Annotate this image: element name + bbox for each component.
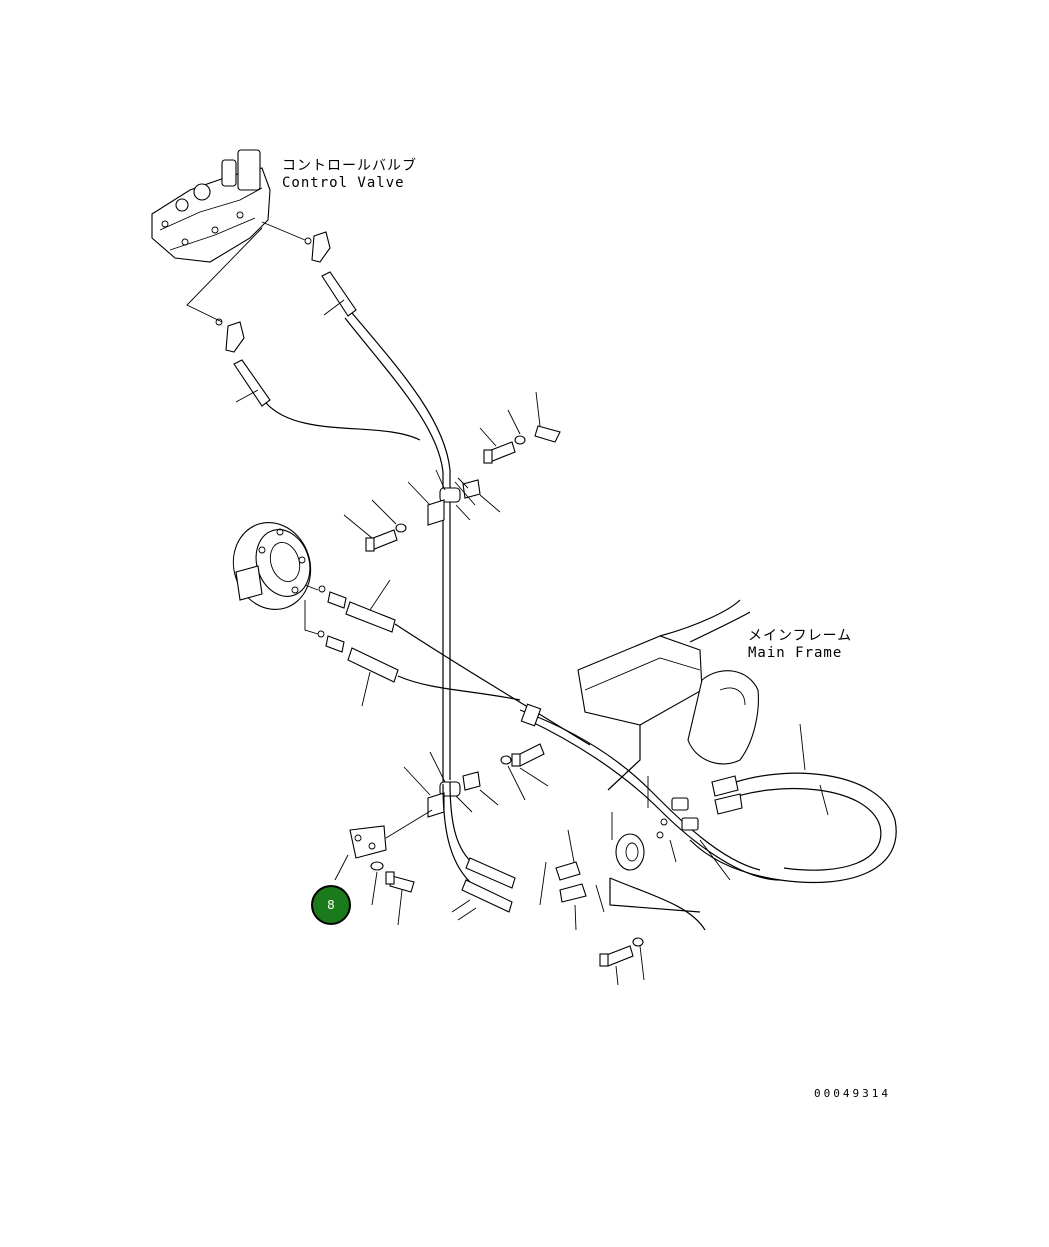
center-bolt-set bbox=[500, 743, 549, 801]
hose-assembly-2 bbox=[233, 359, 421, 441]
main-frame-label-en: Main Frame bbox=[748, 645, 842, 661]
callout-circle[interactable] bbox=[311, 885, 351, 925]
main-frame bbox=[519, 599, 781, 881]
motor-hoses bbox=[304, 579, 591, 746]
callout-8[interactable]: 8 bbox=[311, 885, 351, 925]
control-valve-label-en: Control Valve bbox=[282, 175, 405, 191]
main-frame-label-jp: メインフレーム bbox=[748, 628, 852, 644]
callout-number: 8 bbox=[327, 898, 335, 912]
frame-fittings bbox=[611, 776, 731, 881]
lower-clamp bbox=[403, 751, 499, 818]
control-valve-label-jp: コントロールバルブ bbox=[282, 157, 417, 174]
lower-hose-ends bbox=[442, 781, 706, 931]
upper-clamp bbox=[407, 469, 501, 526]
bracket-assembly bbox=[334, 809, 701, 986]
upper-fittings bbox=[215, 231, 331, 353]
hose-assembly-1 bbox=[321, 271, 451, 782]
drawing-number: 00049314 bbox=[814, 1087, 891, 1100]
upper-bolt-set bbox=[343, 391, 561, 552]
control-valve bbox=[151, 149, 271, 263]
return-hose-loop bbox=[689, 723, 897, 884]
valve-port-leaders bbox=[186, 221, 306, 323]
swing-motor bbox=[232, 521, 312, 611]
